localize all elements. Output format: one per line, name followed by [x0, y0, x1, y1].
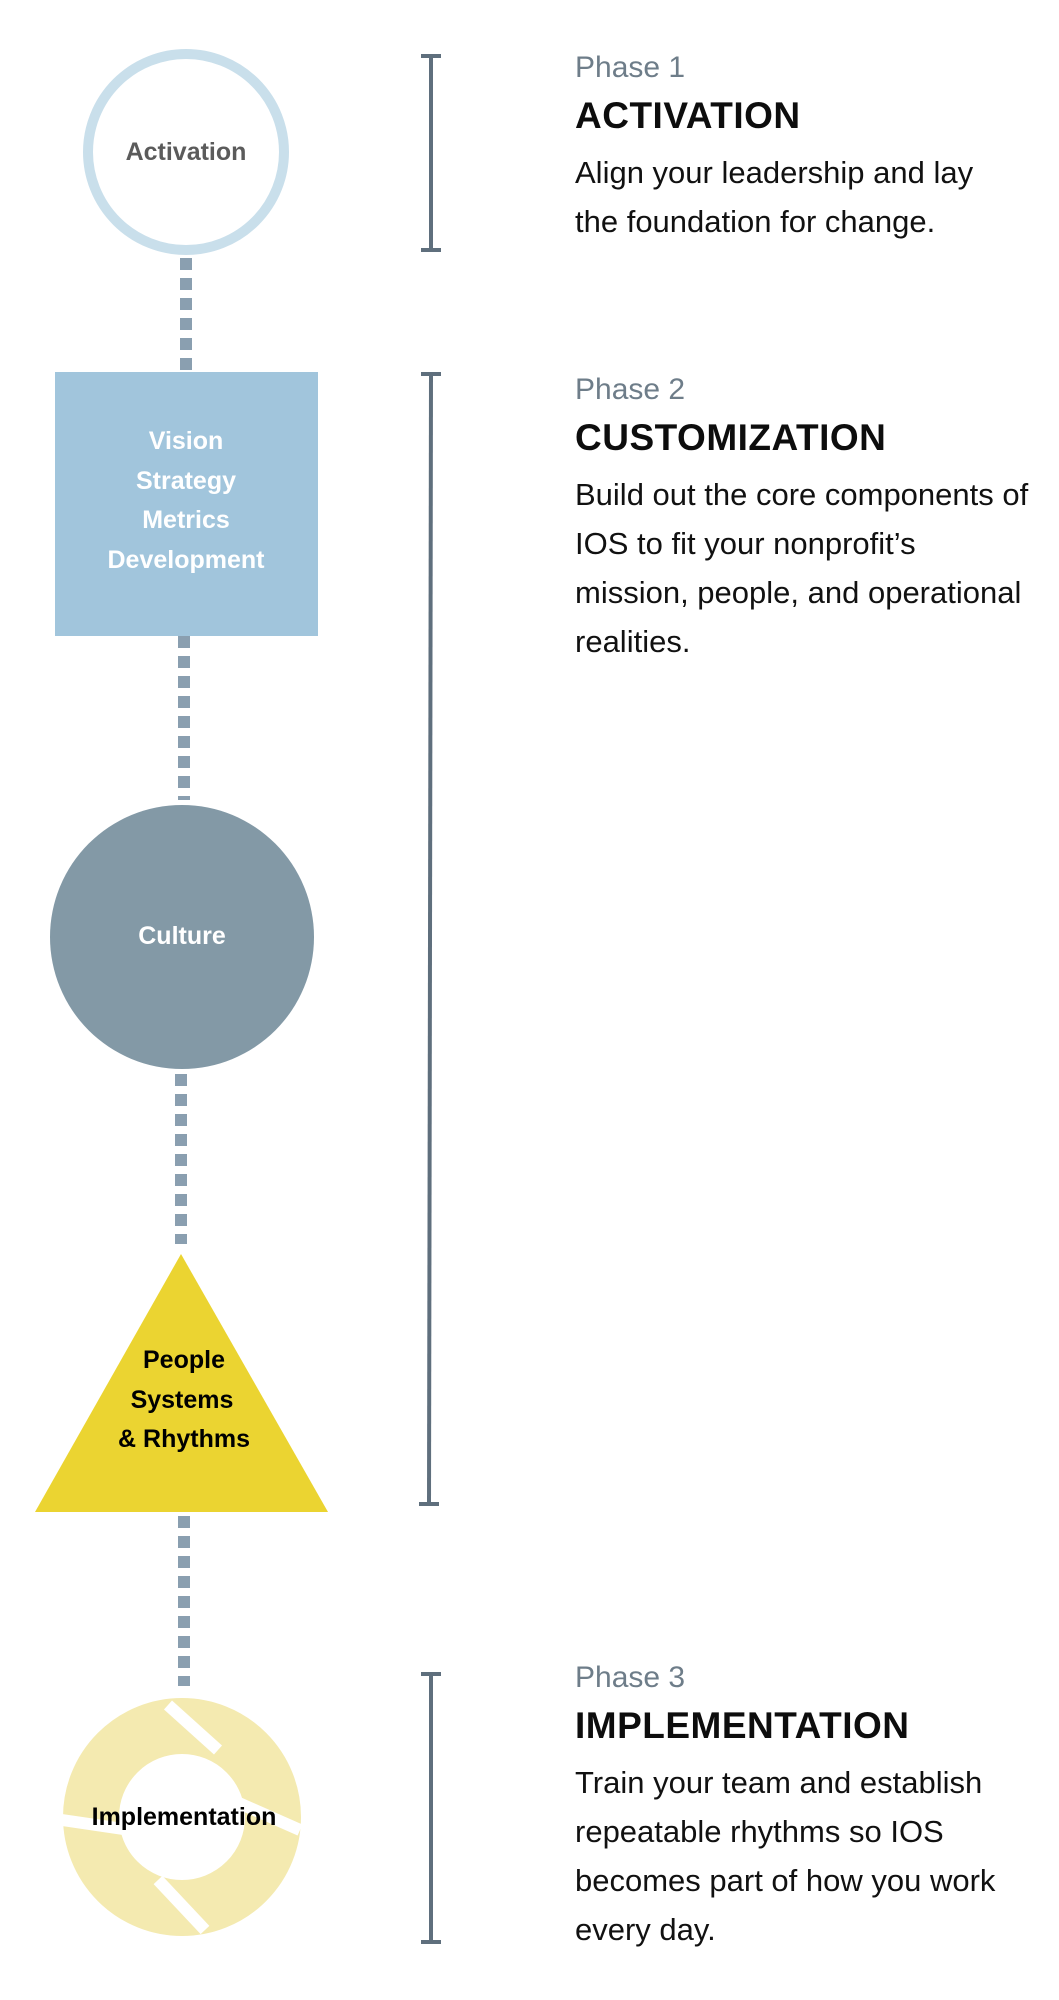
implementation-node: Implementation	[61, 1698, 303, 1936]
activation-circle	[83, 49, 289, 255]
cycle-gap-top	[163, 1700, 223, 1755]
bracket-phase-3	[421, 1672, 441, 1944]
psr-line-systems: Systems	[131, 1386, 234, 1414]
phase-2-title: CUSTOMIZATION	[575, 417, 887, 458]
phase-3-title: IMPLEMENTATION	[575, 1705, 910, 1746]
phase-3-block: Phase 3 IMPLEMENTATION Train your team a…	[575, 1660, 1045, 1954]
phase-1-description: Align your leadership and lay the founda…	[575, 155, 974, 239]
bracket-phase-1	[421, 54, 441, 252]
psr-triangle	[35, 1254, 328, 1512]
phase-3-label: Phase 3	[575, 1661, 686, 1694]
culture-node: Culture	[50, 805, 314, 1069]
activation-node: Activation	[83, 49, 289, 255]
vsmd-square	[55, 372, 318, 636]
phase-2-block: Phase 2 CUSTOMIZATION Build out the core…	[575, 372, 1045, 666]
vsmd-node: Vision Strategy Metrics Development	[55, 372, 318, 636]
psr-line-people: People	[143, 1346, 225, 1374]
implementation-label: Implementation	[92, 1803, 277, 1831]
bracket-phase-2	[419, 372, 441, 1506]
vsmd-line-development: Development	[108, 546, 266, 574]
culture-circle	[50, 805, 314, 1069]
vsmd-line-strategy: Strategy	[136, 467, 236, 495]
connectors	[175, 258, 192, 1686]
phase-3-description: Train your team and establish repeatable…	[575, 1765, 996, 1947]
cycle-gap-bottom	[153, 1875, 210, 1935]
culture-label: Culture	[138, 922, 226, 950]
activation-label: Activation	[126, 138, 247, 166]
psr-line-rhythms: & Rhythms	[118, 1425, 250, 1453]
psr-node: People Systems & Rhythms	[35, 1254, 328, 1512]
cycle-gap-left	[61, 1814, 131, 1836]
phase-1-title: ACTIVATION	[575, 95, 801, 136]
phase-1-block: Phase 1 ACTIVATION Align your leadership…	[575, 50, 1045, 246]
phase-2-label: Phase 2	[575, 373, 686, 406]
cycle-gap-right	[229, 1794, 303, 1836]
vsmd-line-vision: Vision	[149, 427, 224, 455]
vsmd-line-metrics: Metrics	[142, 506, 230, 534]
phase-2-description: Build out the core components of IOS to …	[575, 477, 1029, 659]
cycle-icon	[61, 1698, 303, 1936]
phase-1-label: Phase 1	[575, 51, 686, 84]
bracket-2-stem	[427, 373, 433, 1505]
